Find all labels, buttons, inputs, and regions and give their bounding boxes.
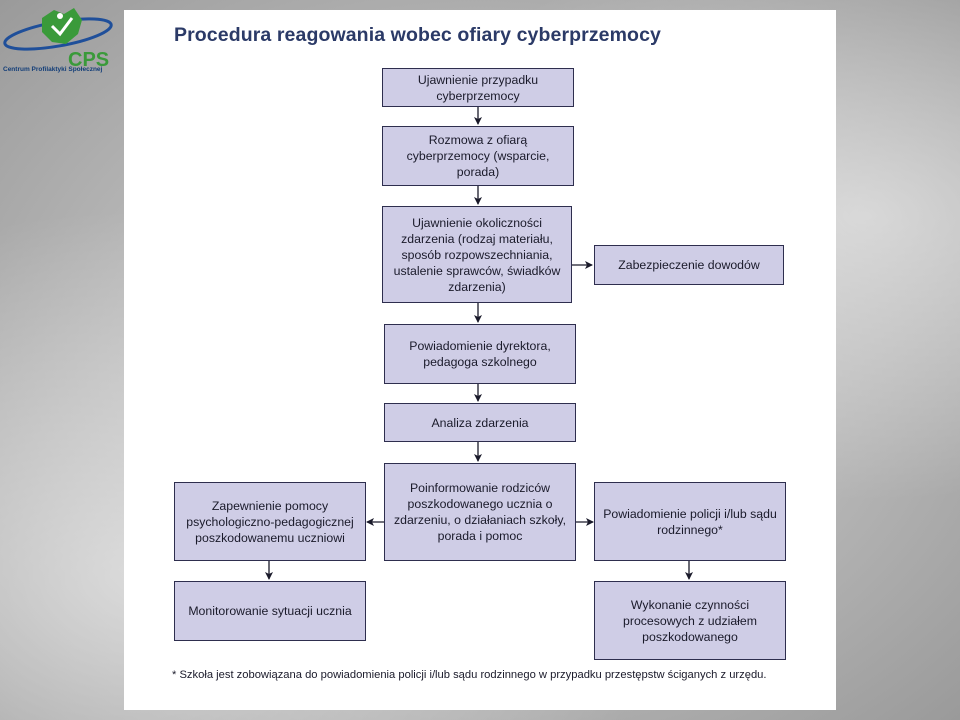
- step-inform-parents: Poinformowanie rodziców poszkodowanego u…: [384, 463, 576, 561]
- flowchart-connectors: [265, 107, 693, 580]
- step-procedural-actions: Wykonanie czynności procesowych z udział…: [594, 581, 786, 660]
- step-reveal-circumstances: Ujawnienie okoliczności zdarzenia (rodza…: [382, 206, 572, 303]
- step-notify-director-label: Powiadomienie dyrektora, pedagoga szkoln…: [409, 339, 551, 369]
- cps-logo-graphic: CPS: [3, 8, 113, 71]
- cps-logo: CPS: [2, 4, 124, 82]
- step-analyze-incident: Analiza zdarzenia: [384, 403, 576, 442]
- step-secure-evidence: Zabezpieczenie dowodów: [594, 245, 784, 285]
- footnote: * Szkoła jest zobowiązana do powiadomien…: [172, 669, 767, 681]
- flowchart-panel: Procedura reagowania wobec ofiary cyberp…: [124, 10, 836, 710]
- step-analyze-incident-label: Analiza zdarzenia: [431, 415, 529, 430]
- step-secure-evidence-label: Zabezpieczenie dowodów: [618, 258, 760, 272]
- step-monitor: Monitorowanie sytuacji ucznia: [174, 581, 366, 641]
- step-notify-police: Powiadomienie policji i/lub sądu rodzinn…: [594, 482, 786, 561]
- step-talk-with-victim-label: Rozmowa z ofiarą cyberprzemocy (wsparcie…: [406, 133, 550, 179]
- step-notify-director: Powiadomienie dyrektora, pedagoga szkoln…: [384, 324, 576, 384]
- step-provide-help: Zapewnienie pomocy psychologiczno-pedago…: [174, 482, 366, 561]
- step-procedural-actions-label: Wykonanie czynności procesowych z udział…: [623, 597, 757, 644]
- step-reveal-circumstances-label: Ujawnienie okoliczności zdarzenia (rodza…: [393, 215, 561, 294]
- step-talk-with-victim: Rozmowa z ofiarą cyberprzemocy (wsparcie…: [382, 126, 574, 186]
- step-reveal-case: Ujawnienie przypadku cyberprzemocy: [382, 68, 574, 107]
- step-inform-parents-label: Poinformowanie rodziców poszkodowanego u…: [393, 481, 567, 543]
- step-reveal-case-label: Ujawnienie przypadku cyberprzemocy: [417, 72, 539, 103]
- step-notify-police-label: Powiadomienie policji i/lub sądu rodzinn…: [603, 506, 777, 537]
- page-title: Procedura reagowania wobec ofiary cyberp…: [174, 24, 661, 46]
- logo-text: CPS: [68, 49, 109, 70]
- step-monitor-label: Monitorowanie sytuacji ucznia: [188, 604, 352, 618]
- logo-caption: Centrum Profilaktyki Społecznej: [3, 66, 103, 73]
- step-provide-help-label: Zapewnienie pomocy psychologiczno-pedago…: [186, 498, 354, 545]
